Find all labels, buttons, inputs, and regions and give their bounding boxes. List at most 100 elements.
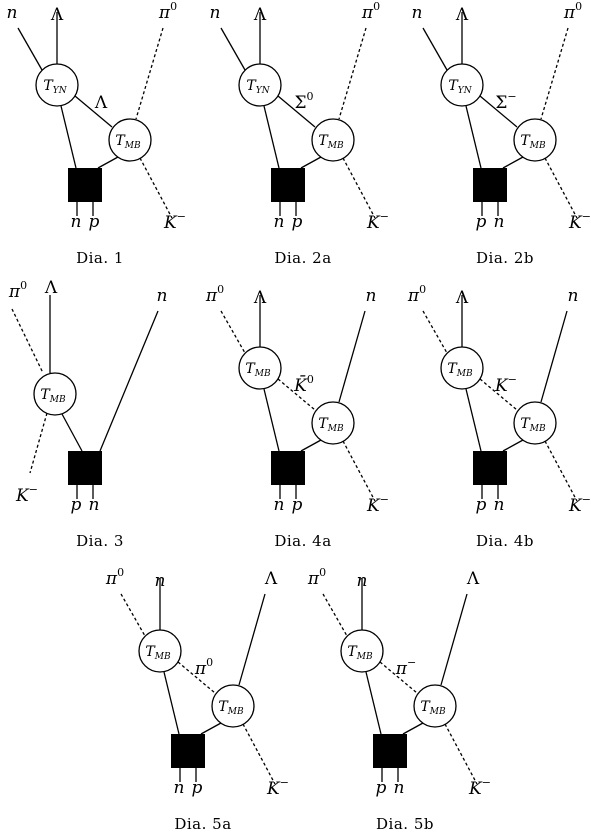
propagator-pi0	[120, 593, 146, 637]
vertex-right	[211, 684, 255, 728]
nucleon-blob	[473, 451, 507, 485]
propagator-internal	[379, 661, 418, 694]
propagator-kminus	[342, 440, 376, 502]
propagator-box-right	[97, 156, 119, 169]
propagator-box-right	[502, 439, 524, 452]
propagator-kminus	[242, 723, 276, 785]
vertex-tmb	[33, 372, 77, 416]
leg-label-3: π0	[158, 0, 177, 23]
propagator-pi0	[540, 27, 569, 120]
source-label-right: p	[89, 212, 100, 232]
source-label-right: n	[394, 778, 405, 798]
vertex-top	[238, 63, 282, 107]
propagator-box-left	[163, 671, 180, 735]
leg-label-kminus: K−	[163, 210, 186, 233]
leg-label-3: n	[568, 286, 579, 306]
source-label-left: n	[274, 495, 285, 515]
nucleon-blob	[271, 168, 305, 202]
leg-label-1: π0	[407, 283, 426, 306]
propagator-kminus	[444, 723, 478, 785]
leg-label-1: n	[7, 3, 18, 23]
nucleon-blob	[68, 451, 102, 485]
leg-label-pi0: π0	[8, 279, 27, 302]
vertex-top	[238, 346, 282, 390]
leg-label-1: n	[210, 3, 221, 23]
propagator-box-right	[300, 156, 322, 169]
nucleon-blob	[271, 451, 305, 485]
propagator-box-left	[465, 388, 482, 452]
propagator-box-left	[365, 671, 382, 735]
leg-label-1: π0	[105, 566, 124, 589]
propagator-box-left	[263, 105, 280, 169]
source-label-left: p	[71, 495, 82, 515]
leg-label-1: n	[412, 3, 423, 23]
diagram-caption: Dia. 1	[76, 249, 124, 267]
propagator-pi0	[322, 593, 348, 637]
propagator-internal	[61, 413, 83, 452]
diagram-caption: Dia. 4a	[274, 532, 331, 550]
leg-label-1: π0	[205, 283, 224, 306]
propagator-n	[220, 27, 246, 71]
propagator-n	[99, 310, 159, 452]
vertex-right-label: TMB	[318, 416, 344, 434]
vertex-right-label: TMB	[520, 416, 546, 434]
propagator-kminus	[139, 157, 173, 219]
vertex-top	[340, 629, 384, 673]
leg-label-3: π0	[361, 0, 380, 23]
leg-label-n: n	[157, 286, 168, 306]
propagator-pi0	[135, 27, 164, 120]
propagator-internal	[74, 95, 113, 128]
propagator-box-left	[60, 105, 77, 169]
source-label-left: n	[71, 212, 82, 232]
diagram-caption: Dia. 2b	[476, 249, 534, 267]
vertex-right	[513, 401, 557, 445]
propagator-internal	[177, 661, 216, 694]
propagator-box-left	[263, 388, 280, 452]
propagator-internal	[277, 95, 316, 128]
leg-label-kminus: K−	[15, 483, 38, 506]
internal-label: Σ−	[495, 90, 516, 113]
vertex-top	[35, 63, 79, 107]
propagator-lambda	[440, 593, 468, 686]
vertex-top-label: TYN	[43, 78, 67, 96]
vertex-top-label: TMB	[347, 644, 373, 662]
diagram-caption: Dia. 4b	[476, 532, 534, 550]
leg-label-kminus: K−	[568, 493, 591, 516]
vertex-top	[440, 346, 484, 390]
diagram-caption: Dia. 3	[76, 532, 124, 550]
vertex-right-label: TMB	[218, 699, 244, 717]
nucleon-blob	[473, 168, 507, 202]
leg-label-2: Λ	[50, 5, 64, 25]
diagram-caption: Dia. 2a	[274, 249, 331, 267]
vertex-top	[440, 63, 484, 107]
vertex-top-label: TYN	[448, 78, 472, 96]
leg-label-2: Λ	[253, 288, 267, 308]
vertex-right	[413, 684, 457, 728]
source-label-left: n	[274, 212, 285, 232]
propagator-box-right	[300, 439, 322, 452]
propagator-kminus	[29, 412, 48, 474]
vertex-right	[311, 118, 355, 162]
leg-label-3: Λ	[264, 569, 278, 589]
propagator-kminus	[544, 157, 578, 219]
diagram-caption: Dia. 5b	[376, 815, 434, 833]
source-label-left: p	[376, 778, 387, 798]
nucleon-blob	[373, 734, 407, 768]
internal-label: K̄0	[293, 373, 314, 396]
leg-label-kminus: K−	[366, 210, 389, 233]
propagator-n	[540, 310, 568, 403]
source-label-right: n	[494, 495, 505, 515]
propagator-internal	[479, 378, 518, 411]
vertex-right	[513, 118, 557, 162]
leg-label-3: Λ	[466, 569, 480, 589]
vertex-right-label: TMB	[115, 133, 141, 151]
leg-label-2: Λ	[253, 5, 267, 25]
leg-label-3: π0	[563, 0, 582, 23]
propagator-box-right	[402, 722, 424, 735]
leg-label-2: Λ	[455, 5, 469, 25]
internal-label: K−	[494, 373, 517, 396]
vertex-right-label: TMB	[318, 133, 344, 151]
